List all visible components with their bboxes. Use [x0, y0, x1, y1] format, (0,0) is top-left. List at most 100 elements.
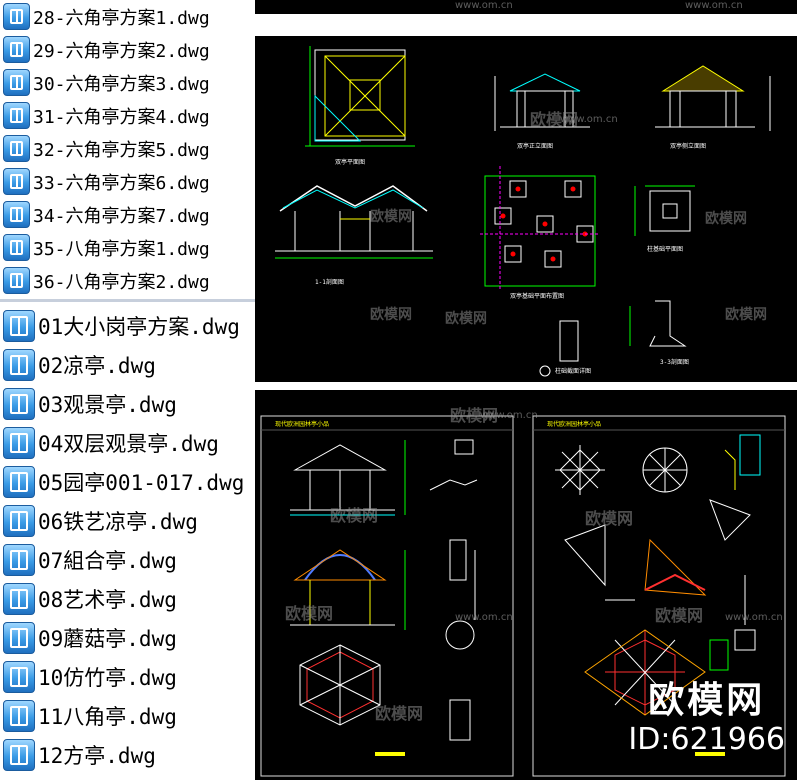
dwg-file-icon: [3, 426, 35, 459]
file-item[interactable]: 28-六角亭方案1.dwg: [0, 0, 255, 33]
file-name: 04双层观景亭.dwg: [38, 431, 219, 456]
watermark-url: www.om.cn: [480, 410, 538, 421]
svg-text:双亭侧立面图: 双亭侧立面图: [670, 142, 706, 150]
dwg-file-icon: [3, 582, 35, 615]
file-item[interactable]: 33-六角亭方案6.dwg: [0, 165, 255, 198]
file-item[interactable]: 35-八角亭方案1.dwg: [0, 231, 255, 264]
dwg-file-icon: [3, 36, 30, 63]
svg-text:3-3剖面图: 3-3剖面图: [660, 358, 689, 366]
dwg-file-icon: [3, 621, 35, 654]
brand-badge: 欧模网 ID:621966: [628, 683, 785, 755]
section-drawing: 1-1剖面图: [275, 185, 433, 286]
file-name: 07組合亭.dwg: [38, 548, 177, 573]
file-item[interactable]: 02凉亭.dwg: [0, 345, 255, 384]
watermark-logo: 欧模网: [330, 506, 379, 525]
svg-text:双亭基础平面布置图: 双亭基础平面布置图: [510, 292, 564, 300]
watermark-logo: 欧模网: [370, 307, 412, 323]
file-name: 34-六角亭方案7.dwg: [33, 205, 210, 227]
watermark-url: www.om.cn: [455, 0, 513, 11]
file-name: 06铁艺凉亭.dwg: [38, 509, 198, 534]
watermark-logo: 欧模网: [530, 110, 579, 129]
dwg-file-icon: [3, 465, 35, 498]
svg-text:双亭平面图: 双亭平面图: [335, 158, 365, 166]
svg-text:双亭正立面图: 双亭正立面图: [517, 142, 553, 150]
brand-name: 欧模网: [648, 680, 766, 721]
file-name: 28-六角亭方案1.dwg: [33, 7, 210, 29]
watermark-logo: 欧模网: [705, 211, 747, 227]
watermark-logo: 欧模网: [450, 406, 499, 425]
watermark-url: www.om.cn: [725, 612, 783, 623]
file-item[interactable]: 10仿竹亭.dwg: [0, 657, 255, 696]
file-item[interactable]: 04双层观景亭.dwg: [0, 423, 255, 462]
hexagon-section-drawing: [290, 539, 476, 630]
file-name: 02凉亭.dwg: [38, 353, 156, 378]
cad-drawing-hexagon-pavilion: 现代欧洲园林亭小品 现代欧洲园林亭小品: [260, 415, 786, 777]
watermark-url: www.om.cn: [685, 0, 743, 11]
file-item[interactable]: 12方亭.dwg: [0, 735, 255, 774]
dwg-file-icon: [3, 3, 30, 30]
dwg-file-icon: [3, 69, 30, 96]
file-item[interactable]: 06铁艺凉亭.dwg: [0, 501, 255, 540]
watermark-logo: 欧模网: [445, 311, 487, 327]
file-group-hexagonal: 28-六角亭方案1.dwg 29-六角亭方案2.dwg 30-六角亭方案3.dwg 3…: [0, 0, 255, 298]
watermark-logo: 欧模网: [375, 704, 424, 723]
roof-plan-bottom-drawing: [584, 629, 756, 756]
file-item[interactable]: 34-六角亭方案7.dwg: [0, 198, 255, 231]
file-item[interactable]: 03观景亭.dwg: [0, 384, 255, 423]
file-name: 10仿竹亭.dwg: [38, 665, 177, 690]
cad-preview-hexagon-pavilion: 现代欧洲园林亭小品 现代欧洲园林亭小品 欧模网 www.om.cn 欧模网 欧模…: [255, 390, 797, 780]
watermark-logo: 欧模网: [655, 606, 704, 625]
dwg-file-icon: [3, 234, 30, 261]
file-name: 09蘑菇亭.dwg: [38, 626, 177, 651]
file-item[interactable]: 29-六角亭方案2.dwg: [0, 33, 255, 66]
file-name: 31-六角亭方案4.dwg: [33, 106, 210, 128]
dwg-file-icon: [3, 660, 35, 693]
roof-plan-drawing: 双亭平面图: [305, 46, 415, 166]
file-item[interactable]: 08艺术亭.dwg: [0, 579, 255, 618]
dwg-file-icon: [3, 699, 35, 732]
watermark-logo: 欧模网: [585, 509, 634, 528]
roof-rafter-drawing: [564, 499, 751, 625]
svg-text:现代欧洲园林亭小品: 现代欧洲园林亭小品: [275, 420, 329, 428]
file-name: 03观景亭.dwg: [38, 392, 177, 417]
column-detail-drawing: 柱基础平面图 柱础截面详图 3-3剖面图: [539, 185, 695, 377]
file-name: 30-六角亭方案3.dwg: [33, 73, 210, 95]
file-item[interactable]: 07組合亭.dwg: [0, 540, 255, 579]
file-item[interactable]: 32-六角亭方案5.dwg: [0, 132, 255, 165]
watermark-url: www.om.cn: [455, 612, 513, 623]
file-name: 36-八角亭方案2.dwg: [33, 271, 210, 293]
dwg-file-icon: [3, 543, 35, 576]
dwg-file-icon: [3, 102, 30, 129]
dwg-file-icon: [3, 168, 30, 195]
svg-text:现代欧洲园林亭小品: 现代欧洲园林亭小品: [547, 420, 601, 428]
file-name: 35-八角亭方案1.dwg: [33, 238, 210, 260]
watermark-logo: 欧模网: [285, 604, 334, 623]
file-name: 01大小岗亭方案.dwg: [38, 314, 240, 339]
file-name: 29-六角亭方案2.dwg: [33, 40, 210, 62]
file-item[interactable]: 05园亭001-017.dwg: [0, 462, 255, 501]
svg-text:柱基础平面图: 柱基础平面图: [647, 245, 683, 253]
svg-text:1-1剖面图: 1-1剖面图: [315, 278, 344, 286]
file-item[interactable]: 31-六角亭方案4.dwg: [0, 99, 255, 132]
file-item[interactable]: 01大小岗亭方案.dwg: [0, 306, 255, 345]
file-item[interactable]: 30-六角亭方案3.dwg: [0, 66, 255, 99]
cad-preview-top-strip: www.om.cn www.om.cn: [255, 0, 797, 14]
file-group-pavilions: 01大小岗亭方案.dwg 02凉亭.dwg 03观景亭.dwg 04双层观景亭.dwg…: [0, 306, 255, 780]
cad-preview-square-pavilion: 双亭平面图 双亭正立面图 双亭侧立面图: [255, 36, 797, 382]
dwg-file-icon: [3, 135, 30, 162]
file-item[interactable]: 09蘑菇亭.dwg: [0, 618, 255, 657]
watermark-logo: 欧模网: [370, 209, 412, 225]
file-item[interactable]: 36-八角亭方案2.dwg: [0, 264, 255, 297]
file-name: 11八角亭.dwg: [38, 704, 177, 729]
roof-star-plan-drawing: [555, 434, 761, 495]
file-list: 28-六角亭方案1.dwg 29-六角亭方案2.dwg 30-六角亭方案3.dwg 3…: [0, 0, 255, 780]
cad-drawing-square-pavilion: 双亭平面图 双亭正立面图 双亭侧立面图: [275, 46, 771, 377]
watermark-logo: 欧模网: [725, 307, 767, 323]
dwg-file-icon: [3, 504, 35, 537]
file-name: 08艺术亭.dwg: [38, 587, 177, 612]
side-elevation-drawing: 双亭侧立面图: [655, 65, 771, 150]
front-elevation-drawing: 双亭正立面图: [494, 73, 590, 150]
file-item[interactable]: 11八角亭.dwg: [0, 696, 255, 735]
dwg-file-icon: [3, 267, 30, 294]
file-name: 05园亭001-017.dwg: [38, 470, 245, 495]
